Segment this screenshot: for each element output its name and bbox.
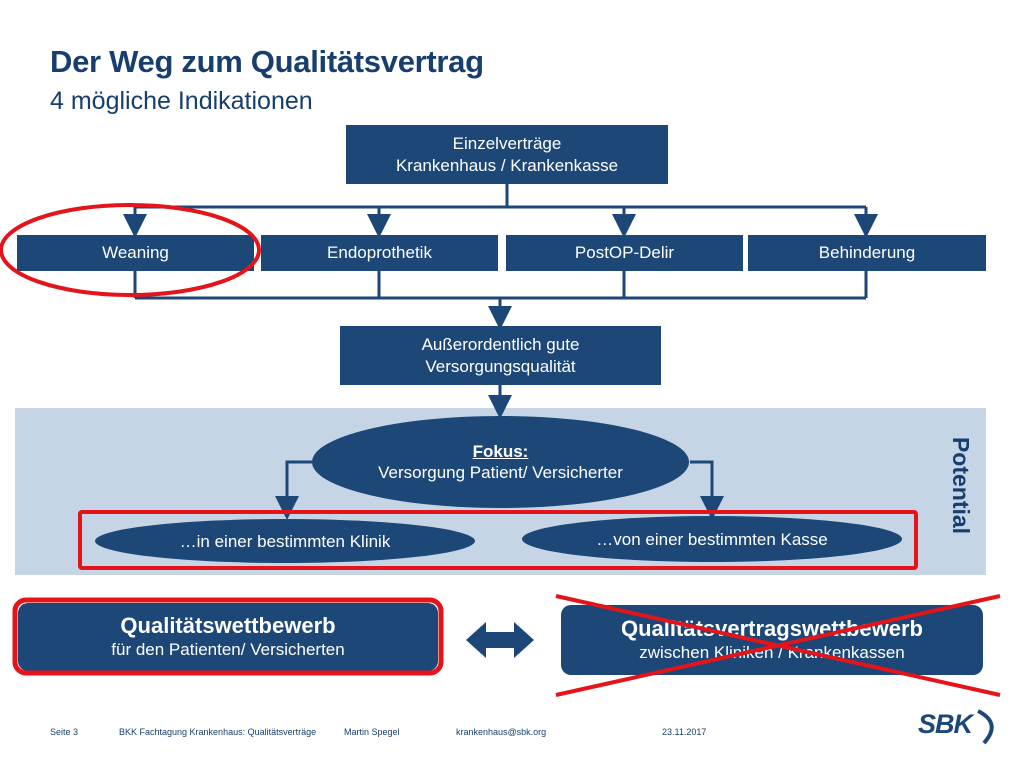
indication-label: Behinderung xyxy=(818,243,916,262)
focus-ellipse: Fokus: Versorgung Patient/ Versicherter xyxy=(312,416,689,508)
branch-insurer-label: …von einer bestimmten Kasse xyxy=(596,529,828,549)
logo-text: SBK xyxy=(918,709,973,739)
indication-endoprothetik: Endoprothetik xyxy=(261,235,498,271)
cross-line-2 xyxy=(555,594,1001,697)
footer-author: Martin Spegel xyxy=(344,727,400,737)
quality-competition-sub: für den Patienten/ Versicherten xyxy=(111,640,345,659)
quality-line1: Außerordentlich gute xyxy=(421,334,580,354)
indication-behinderung: Behinderung xyxy=(748,235,986,271)
focus-heading: Fokus: xyxy=(472,442,529,461)
contracts-line1: Einzelverträge xyxy=(452,133,562,153)
footer-date: 23.11.2017 xyxy=(662,727,707,737)
weaning-highlight-circle xyxy=(0,203,261,297)
indication-label: Weaning xyxy=(102,243,169,262)
footer-event: BKK Fachtagung Krankenhaus: Qualitätsver… xyxy=(119,727,317,737)
contracts-box: Einzelverträge Krankenhaus / Krankenkass… xyxy=(346,125,668,184)
logo-swoosh-icon xyxy=(977,709,994,745)
branch-clinic-label: …in einer bestimmten Klinik xyxy=(179,531,391,551)
quality-competition-highlight xyxy=(12,597,444,676)
contracts-line2: Krankenhaus / Krankenkasse xyxy=(395,155,619,175)
focus-text: Versorgung Patient/ Versicherter xyxy=(378,463,623,482)
indication-weaning: Weaning xyxy=(17,235,254,271)
sbk-logo: SBK xyxy=(918,703,1002,747)
footer-page: Seite 3 xyxy=(50,727,79,737)
indication-label: Endoprothetik xyxy=(327,243,432,262)
indication-label: PostOP-Delir xyxy=(574,243,675,262)
quality-competition-box: Qualitätswettbewerb für den Patienten/ V… xyxy=(18,603,438,671)
page-title: Der Weg zum Qualitätsvertrag xyxy=(50,44,484,79)
page-subtitle: 4 mögliche Indikationen xyxy=(50,87,313,115)
quality-box: Außerordentlich gute Versorgungsqualität xyxy=(340,326,661,385)
branches-highlight-rect xyxy=(78,510,918,570)
branch-insurer-ellipse: …von einer bestimmten Kasse xyxy=(522,516,902,562)
quality-line2: Versorgungsqualität xyxy=(425,356,576,376)
indication-postop-delir: PostOP-Delir xyxy=(506,235,743,271)
double-arrow-icon xyxy=(466,622,534,658)
quality-competition-title: Qualitätswettbewerb xyxy=(120,613,336,638)
branch-clinic-ellipse: …in einer bestimmten Klinik xyxy=(95,519,475,563)
footer-email: krankenhaus@sbk.org xyxy=(456,727,547,737)
